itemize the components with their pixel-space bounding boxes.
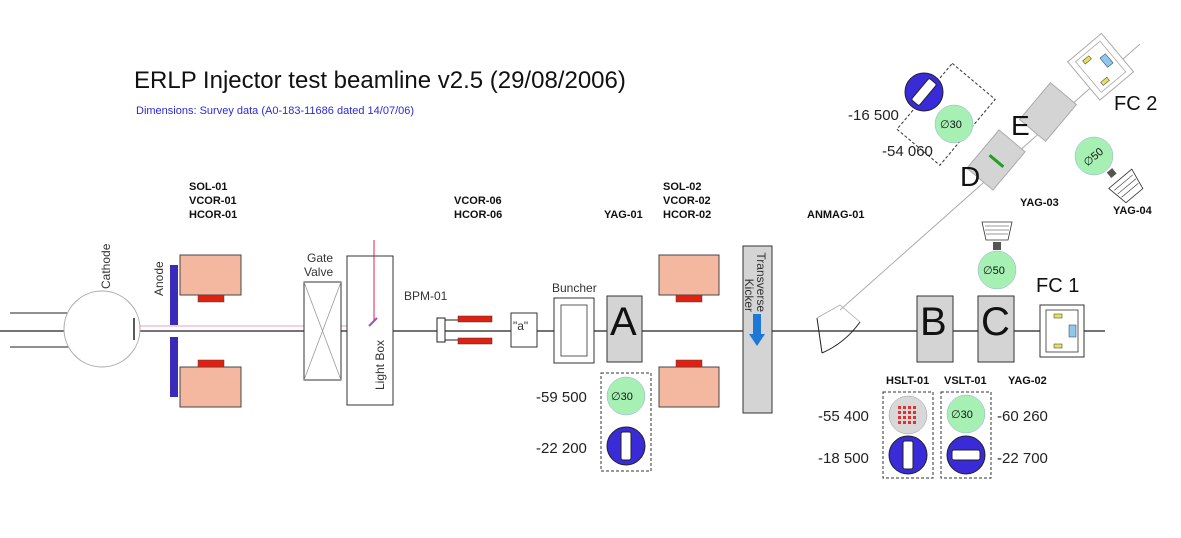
anmag-01-dipole (816, 304, 861, 354)
angled-aperture-circle (934, 104, 974, 144)
hcor-01-label: HCOR-01 (189, 209, 237, 221)
yag-01-dim-top: -59 500 (536, 389, 587, 406)
yag-02-aperture-label: ∅50 (983, 265, 1005, 277)
yag-01-aperture-box (600, 372, 652, 472)
diagram-title: ERLP Injector test beamline v2.5 (29/08/… (134, 67, 626, 94)
vslt-01-aperture-box (940, 391, 992, 479)
yag-02-camera (981, 221, 1013, 250)
sol-01-magnet (179, 254, 242, 408)
anode-label: Anode (152, 261, 166, 296)
bpm-01-label: BPM-01 (404, 289, 448, 303)
yag-01-dim-bottom: -22 200 (536, 440, 587, 457)
light-box (346, 240, 394, 406)
hcor-02-label: HCOR-02 (663, 209, 711, 221)
hslt-01-dim-top: -55 400 (818, 408, 869, 425)
hslt-01-grid-circle (888, 395, 928, 435)
screen-b (916, 295, 954, 363)
buncher (553, 297, 595, 364)
angled-dim-bottom: -54 060 (882, 143, 933, 160)
screen-b-label: B (920, 300, 947, 344)
screen-d (966, 129, 1026, 191)
yag-04-camera (1108, 168, 1144, 204)
sol-01-label: SOL-01 (189, 181, 228, 193)
yag-04-label: YAG-04 (1113, 205, 1153, 217)
yag-02-aperture-circle (977, 250, 1017, 290)
screen-e (1018, 81, 1078, 143)
screen-c (977, 295, 1015, 363)
gate-valve-label-1: Gate (307, 251, 333, 265)
fc-2-label: FC 2 (1114, 93, 1157, 115)
vslt-01-label: VSLT-01 (944, 375, 987, 387)
vslt-01-aperture-circle (946, 394, 986, 434)
yag-02-label: YAG-02 (1008, 375, 1047, 387)
diagram-subtitle: Dimensions: Survey data (A0-183-11686 da… (136, 105, 414, 117)
light-box-label: Light Box (373, 340, 387, 390)
vslt-01-dim-bottom: -22 700 (997, 450, 1048, 467)
vslt-01-dim-top: -60 260 (997, 408, 1048, 425)
yag-01-label: YAG-01 (604, 209, 643, 221)
yag-01-aperture-label: ∅30 (611, 391, 633, 403)
yag-03-label: YAG-03 (1020, 197, 1059, 209)
a-box (510, 312, 538, 348)
yag-01-aperture-circle (606, 376, 646, 416)
bpm-01 (436, 317, 459, 343)
angled-slit (911, 78, 937, 106)
cathode-label: Cathode (99, 243, 113, 289)
buncher-label: Buncher (552, 281, 597, 295)
hcor-06-label: HCOR-06 (454, 209, 502, 221)
hslt-01-slit (902, 440, 914, 470)
vslt-01-aperture-label: ∅30 (951, 409, 973, 421)
diagonal-beamline (839, 167, 1001, 311)
hslt-01-dim-bottom: -18 500 (818, 450, 869, 467)
anode-bottom (170, 337, 178, 397)
hslt-01-label: HSLT-01 (886, 375, 929, 387)
sol-02-label: SOL-02 (663, 181, 702, 193)
gate-valve (303, 281, 342, 381)
screen-d-label: D (960, 161, 980, 192)
vcor-06-label: VCOR-06 (454, 195, 502, 207)
a-box-label: "a" (513, 319, 528, 333)
anmag-01-label: ANMAG-01 (807, 209, 864, 221)
yag-04-mount (1106, 168, 1117, 178)
screen-a-label: A (610, 300, 637, 344)
yag-04-aperture-circle (1074, 136, 1114, 176)
transverse-kicker (742, 245, 773, 414)
yag-01-screen (606, 295, 643, 363)
angled-dim-top: -16 500 (848, 107, 899, 124)
vcor-01-label: VCOR-01 (189, 195, 237, 207)
vcor-06-corrector (457, 315, 493, 345)
fc-1 (1039, 304, 1085, 358)
vslt-01-slit (951, 449, 981, 461)
sol-02-magnet (658, 254, 720, 408)
yag-01-slit (620, 431, 632, 461)
screen-c-label: C (981, 300, 1010, 344)
angled-aperture-label: ∅30 (940, 119, 962, 131)
cathode (63, 290, 141, 368)
hslt-01-aperture-box (882, 391, 934, 479)
screen-e-label: E (1011, 110, 1030, 141)
fc-1-label: FC 1 (1036, 275, 1079, 297)
gate-valve-label-2: Valve (304, 265, 333, 279)
vcor-02-label: VCOR-02 (663, 195, 711, 207)
fc-2 (1067, 32, 1135, 101)
anode-top (170, 265, 178, 325)
kicker-label-2: Kicker (742, 279, 756, 312)
kicker-label-1: Transverse (754, 252, 768, 312)
